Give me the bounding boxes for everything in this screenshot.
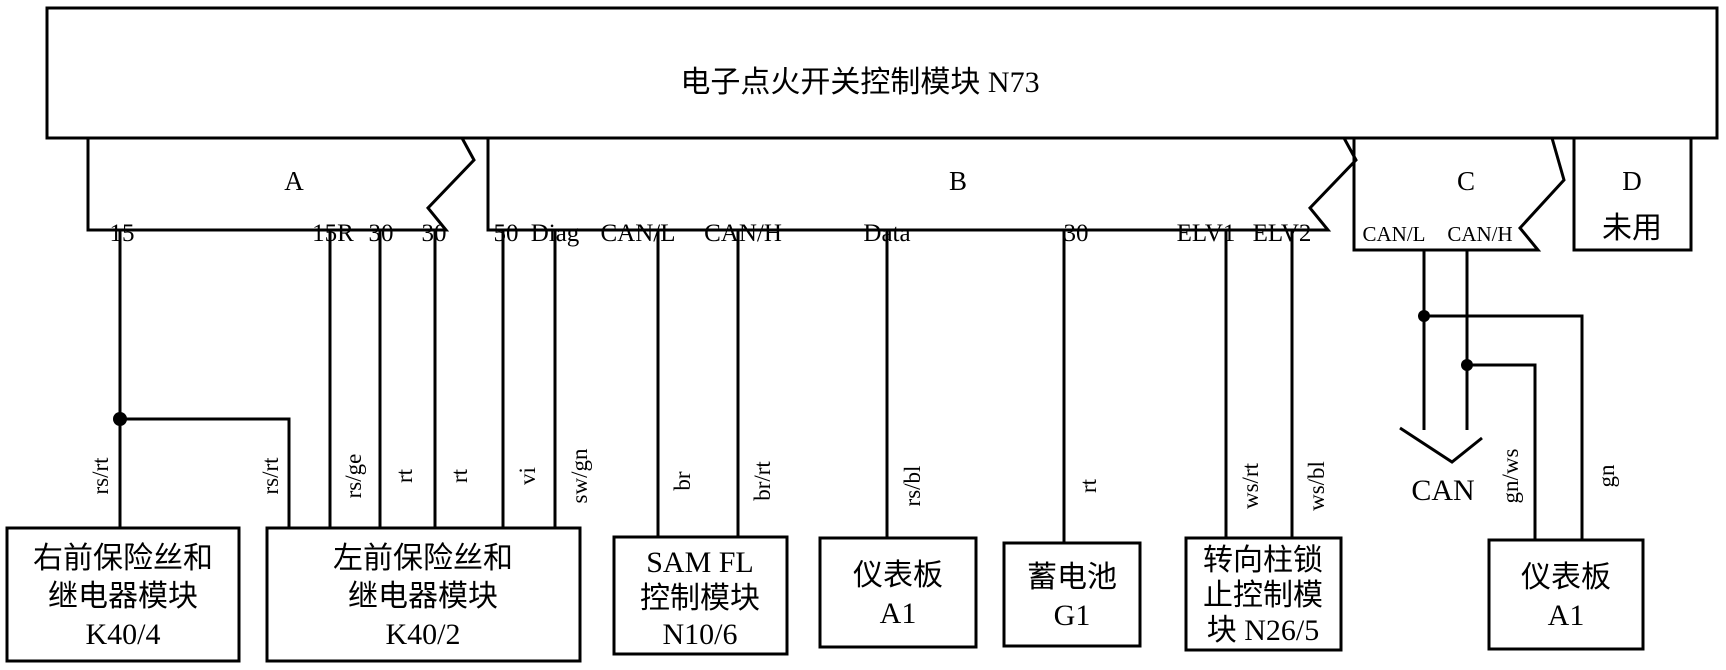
wire-label-ws-bl: ws/bl xyxy=(1304,461,1329,511)
connector-b-label: B xyxy=(949,166,967,196)
box-k40-2 xyxy=(265,526,582,663)
box-k40-4-line1: 右前保险丝和 xyxy=(33,542,213,575)
can-label: CAN xyxy=(1411,474,1474,507)
connector-b xyxy=(486,137,1358,232)
pin-b-can-l: CAN/L xyxy=(601,220,676,247)
box-k40-4-line2: 继电器模块 xyxy=(48,580,198,613)
connector-a-label: A xyxy=(284,166,304,196)
pin-a-15r: 15R xyxy=(312,220,354,247)
box-sam-fl-line2: 控制模块 xyxy=(640,582,760,615)
box-instrument-a1-left xyxy=(818,536,978,649)
connector-a xyxy=(86,137,476,232)
box-sam-fl-line3: N10/6 xyxy=(663,618,738,651)
wire-label-rt-1: rt xyxy=(392,468,417,483)
box-instrument-a1-right-line2: A1 xyxy=(1548,599,1585,632)
box-sam-fl-line1: SAM FL xyxy=(646,546,754,579)
connector-c-label: C xyxy=(1457,166,1475,196)
pin-a-15: 15 xyxy=(110,220,135,247)
box-n26-5 xyxy=(1184,536,1343,652)
pin-b-can-h: CAN/H xyxy=(704,220,782,247)
box-k40-4 xyxy=(5,526,241,663)
box-n26-5-line3: 块 N26/5 xyxy=(1207,614,1320,647)
connector-d-label: D xyxy=(1622,166,1642,196)
wire-label-br-rt: br/rt xyxy=(750,461,775,501)
wire-label-gn-ws: gn/ws xyxy=(1498,448,1523,503)
connector-d xyxy=(1572,138,1693,252)
wire-label-vi: vi xyxy=(515,467,540,485)
wire-label-rs-rt-1: rs/rt xyxy=(88,457,113,495)
box-n26-5-line1: 转向柱锁 xyxy=(1203,544,1323,577)
box-instrument-a1-right xyxy=(1487,538,1645,651)
pin-c-can-h: CAN/H xyxy=(1447,222,1512,246)
box-n26-5-line2: 止控制模 xyxy=(1203,579,1323,612)
wire-label-ws-rt: ws/rt xyxy=(1238,462,1263,509)
wire-label-rs-bl: rs/bl xyxy=(900,466,925,507)
box-instrument-a1-left-line2: A1 xyxy=(880,597,917,630)
box-instrument-a1-left-line1: 仪表板 xyxy=(853,559,943,592)
box-k40-2-line2: 继电器模块 xyxy=(348,580,498,613)
box-k40-2-line3: K40/2 xyxy=(386,618,461,651)
wire-label-rt-3: rt xyxy=(1076,478,1101,493)
box-battery-g1-line2: G1 xyxy=(1054,599,1091,632)
wire-label-br: br xyxy=(670,471,695,491)
module-title: 电子点火开关控制模块 N73 xyxy=(680,66,1039,99)
wire-label-rs-rt-2: rs/rt xyxy=(258,457,283,495)
wire-label-rs-ge: rs/ge xyxy=(341,454,366,499)
wire-gn-ws xyxy=(1467,363,1537,540)
pin-b-elv2: ELV2 xyxy=(1253,220,1312,247)
box-k40-4-line3: K40/4 xyxy=(86,618,161,651)
module-n73-box xyxy=(45,6,1719,140)
wire-label-sw-gn: sw/gn xyxy=(567,448,592,503)
wire-label-gn: gn xyxy=(1594,464,1619,488)
pin-b-50: 50 xyxy=(494,220,519,247)
wire-label-rt-2: rt xyxy=(447,468,472,483)
pin-c-can-l: CAN/L xyxy=(1363,222,1426,246)
box-sam-fl xyxy=(612,535,789,656)
box-instrument-a1-right-line1: 仪表板 xyxy=(1521,561,1611,594)
connector-c xyxy=(1352,137,1566,252)
box-k40-2-line1: 左前保险丝和 xyxy=(333,542,513,575)
wire-15-branch xyxy=(120,417,291,528)
connector-d-unused: 未用 xyxy=(1602,212,1662,245)
box-battery-g1-line1: 蓄电池 xyxy=(1027,561,1117,594)
wire-gn xyxy=(1424,314,1584,540)
box-battery-g1 xyxy=(1002,541,1142,648)
can-bus-symbol xyxy=(1399,426,1483,464)
pin-b-30: 30 xyxy=(1064,220,1089,247)
